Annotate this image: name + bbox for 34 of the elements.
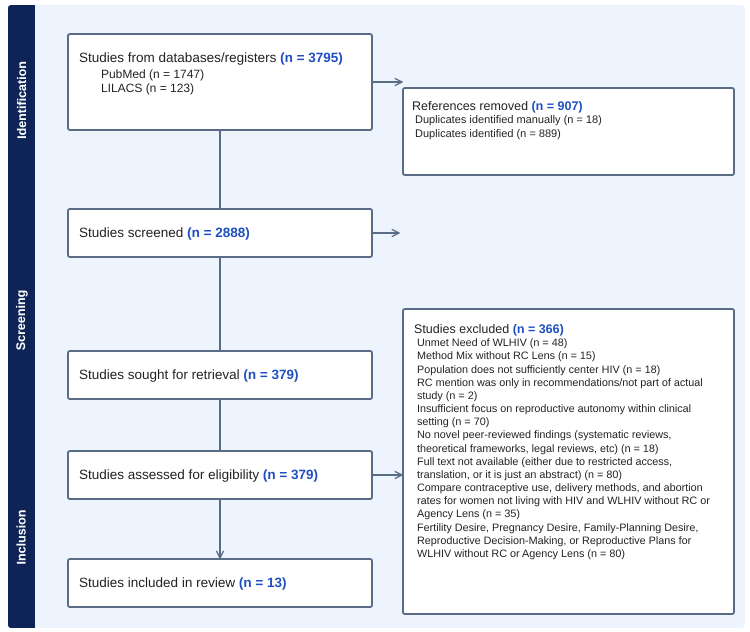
list-item: Duplicates identified manually (n = 18) [414,114,603,128]
process-box [67,208,373,258]
list-item: Fertility Desire, Pregnancy Desire, Family-Planning Desire, Reproductive Decision-Making, or Reproductive Plans for WLHIV without RC or Agency Lens (n = 80) [416,522,700,562]
list-item: No novel peer-reviewed findings (systematic reviews, theoretical frameworks, legal reviews, etc) (n = 18) [416,429,672,456]
box-heading: Studies from databases/registers (n = 3795) [79,49,344,67]
arrow [373,78,403,86]
process-box [67,33,373,131]
phase-label: Identification [14,61,28,139]
list-item: Unmet Need of WLHIV (n = 48) [416,337,568,350]
process-box [67,350,373,400]
phase-label: Screening [14,290,28,350]
arrow [373,470,403,480]
box-heading: Studies sought for retrieval (n = 379) [79,366,300,384]
box-heading: References removed (n = 907) [412,98,584,114]
box-heading: Studies excluded (n = 366) [414,321,565,338]
arrow [373,228,400,238]
box-heading: Studies screened (n = 2888) [79,224,251,242]
list-item: Compare contraceptive use, delivery methods, and abortion rates for women not living with HIV and WLHIV without RC or Agency Lens (n = 35) [416,482,711,522]
box-heading: Studies included in review (n = 13) [79,574,288,592]
list-item: Full text not available (either due to restricted access, translation, or it is just an abstract) (n = 80) [416,456,674,482]
process-box [67,450,373,500]
list-item: RC mention was only in recommendations/not part of actual study (n = 2) [416,376,704,404]
process-box [402,308,735,615]
phase-label: Inclusion [14,509,28,564]
list-item: LILACS (n = 123) [100,81,196,96]
process-box [402,87,735,176]
list-item: PubMed (n = 1747) [100,66,206,82]
arrow [216,500,224,559]
list-item: Method Mix without RC Lens (n = 15) [416,350,597,364]
list-item: Insufficient focus on reproductive autonomy within clinical setting (n = 70) [416,403,692,430]
list-item: Duplicates identified (n = 889) [414,128,562,142]
process-box [67,558,373,608]
list-item: Population does not sufficiently center HIV (n = 18) [416,364,662,377]
box-heading: Studies assessed for eligibility (n = 379) [79,466,319,484]
